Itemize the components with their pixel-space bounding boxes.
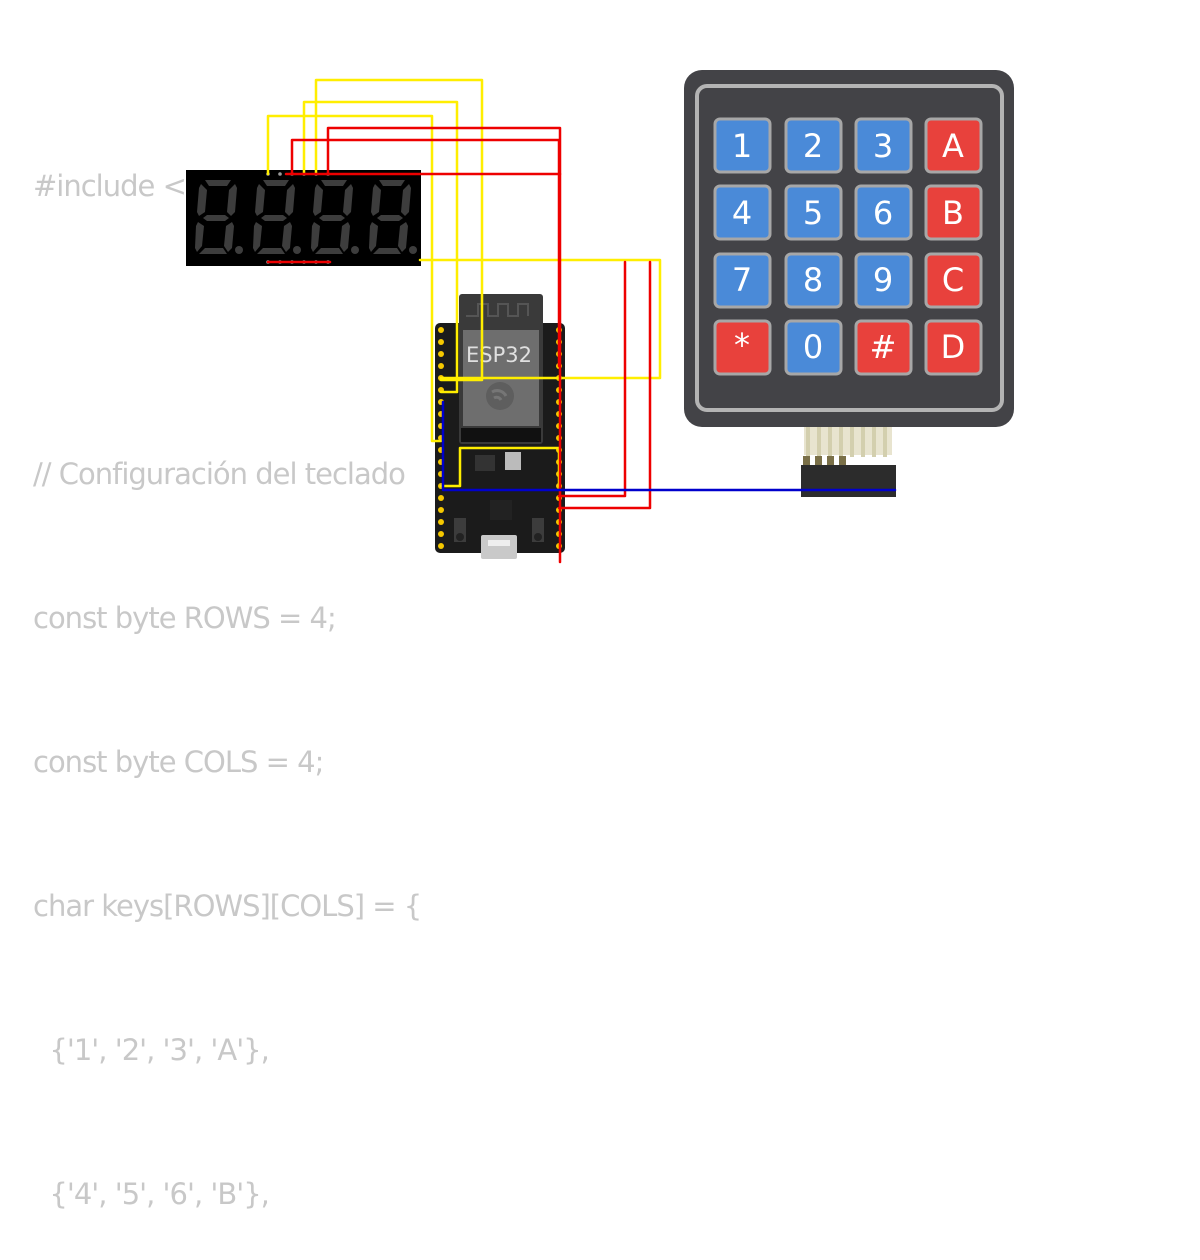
wire-red	[557, 260, 652, 510]
svg-text:#: #	[870, 328, 897, 366]
seven-segment-display[interactable]	[186, 170, 421, 266]
svg-text:A: A	[942, 127, 964, 165]
svg-text:8: 8	[803, 261, 823, 299]
key-6[interactable]: 6	[854, 184, 913, 241]
code-line: char keys[ROWS][COLS] = {	[33, 889, 422, 923]
svg-text:5: 5	[803, 194, 823, 232]
svg-text:B: B	[942, 194, 964, 232]
wire-red	[326, 126, 562, 564]
svg-text:0: 0	[803, 328, 823, 366]
usb-port	[481, 535, 517, 559]
svg-text:*: *	[734, 326, 750, 364]
wire-red	[557, 260, 627, 498]
key-7[interactable]: 7	[713, 252, 772, 309]
key-5[interactable]: 5	[784, 184, 843, 241]
display-digits	[195, 180, 417, 254]
key-8[interactable]: 8	[784, 252, 843, 309]
svg-text:9: 9	[873, 261, 893, 299]
wire-yellow	[302, 100, 459, 394]
key-4[interactable]: 4	[713, 184, 772, 241]
key-a[interactable]: A	[924, 117, 983, 174]
wire-yellow	[418, 258, 662, 380]
wire-blue	[441, 400, 897, 492]
key-hash[interactable]: #	[854, 319, 913, 376]
circuit-canvas: ESP32	[186, 70, 1014, 564]
key-d[interactable]: D	[924, 319, 983, 376]
esp32-board[interactable]: ESP32	[435, 294, 565, 559]
esp32-label: ESP32	[466, 343, 532, 367]
svg-text:6: 6	[873, 194, 893, 232]
code-line: // Configuración del teclado	[33, 457, 406, 491]
keypad-4x4[interactable]: 1 2 3 A 4 5 6 B	[684, 70, 1014, 497]
keypad-ribbon-connector	[801, 427, 896, 497]
key-2[interactable]: 2	[784, 117, 843, 174]
code-line: {'4', '5', '6', 'B'},	[33, 1177, 269, 1211]
code-line: const byte COLS = 4;	[33, 745, 324, 779]
svg-text:D: D	[941, 328, 966, 366]
key-1[interactable]: 1	[713, 117, 772, 174]
code-line: const byte ROWS = 4;	[33, 601, 337, 635]
key-star[interactable]: *	[713, 319, 772, 376]
wire-yellow	[266, 114, 443, 443]
key-3[interactable]: 3	[854, 117, 913, 174]
svg-text:7: 7	[732, 261, 752, 299]
wires	[266, 78, 897, 564]
svg-text:1: 1	[732, 127, 752, 165]
key-9[interactable]: 9	[854, 252, 913, 309]
code-line: {'1', '2', '3', 'A'},	[33, 1033, 269, 1067]
svg-text:C: C	[942, 261, 964, 299]
wire-yellow	[314, 78, 484, 382]
svg-text:4: 4	[732, 194, 752, 232]
wifi-logo-icon	[486, 382, 514, 410]
key-0[interactable]: 0	[784, 319, 843, 376]
key-c[interactable]: C	[924, 252, 983, 309]
key-b[interactable]: B	[924, 184, 983, 241]
svg-text:2: 2	[803, 127, 823, 165]
svg-text:3: 3	[873, 127, 893, 165]
